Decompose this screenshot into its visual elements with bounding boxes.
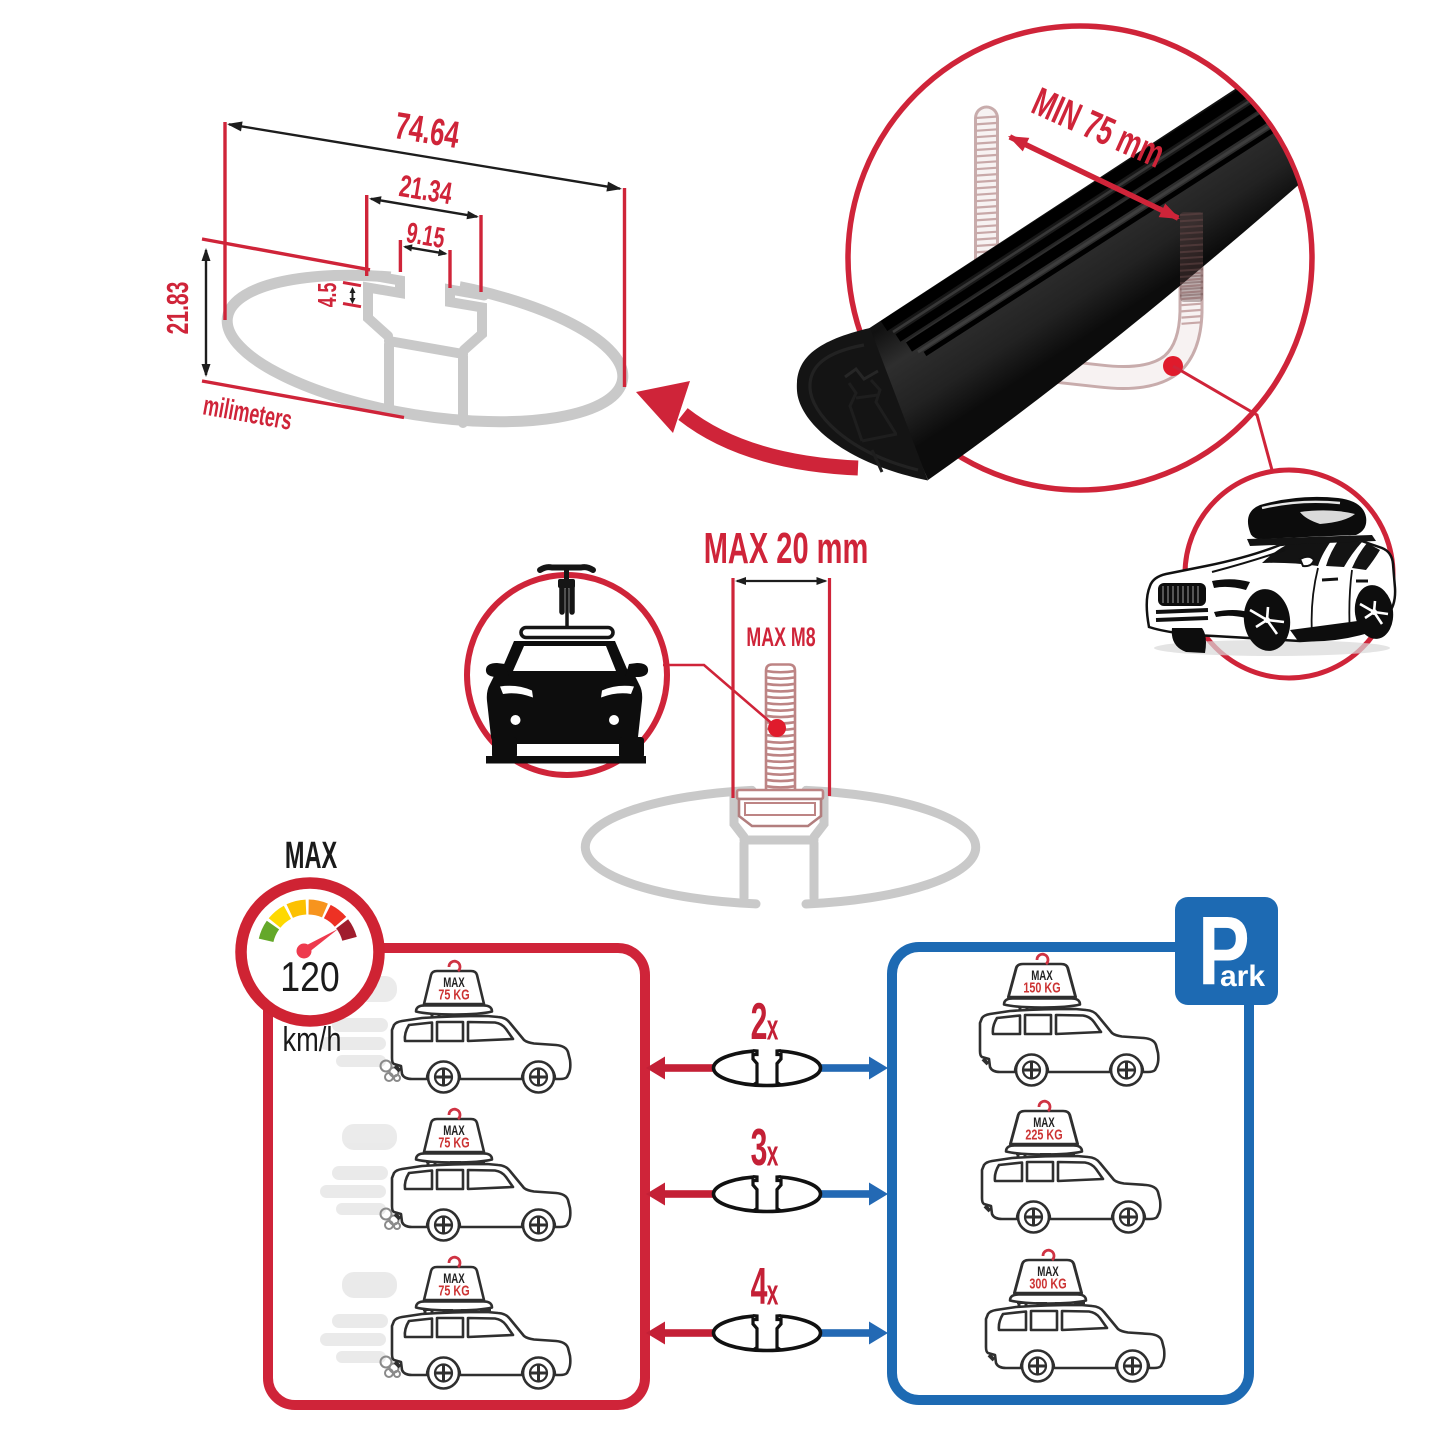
- svg-text:x: x: [767, 1134, 779, 1174]
- svg-text:x: x: [767, 1273, 779, 1313]
- svg-text:75 KG: 75 KG: [438, 986, 469, 1003]
- svg-text:4.5: 4.5: [313, 283, 342, 308]
- svg-text:km/h: km/h: [283, 1020, 342, 1059]
- svg-text:74.64: 74.64: [392, 104, 463, 156]
- svg-text:4: 4: [751, 1259, 768, 1316]
- svg-text:21.83: 21.83: [160, 282, 195, 335]
- svg-text:MAX: MAX: [1037, 1265, 1059, 1280]
- svg-text:MAX M8: MAX M8: [746, 621, 815, 652]
- svg-text:ark: ark: [1220, 960, 1265, 993]
- svg-text:MAX: MAX: [443, 1272, 465, 1287]
- svg-text:9.15: 9.15: [404, 218, 447, 255]
- svg-text:MAX: MAX: [285, 833, 337, 876]
- svg-text:P: P: [1198, 896, 1250, 1005]
- svg-text:75 KG: 75 KG: [438, 1282, 469, 1299]
- svg-text:MAX: MAX: [1033, 1116, 1055, 1131]
- svg-text:21.34: 21.34: [397, 168, 455, 211]
- svg-text:150 KG: 150 KG: [1023, 979, 1060, 996]
- svg-text:MAX: MAX: [443, 976, 465, 991]
- svg-text:MAX 20 mm: MAX 20 mm: [704, 523, 869, 573]
- svg-text:x: x: [767, 1008, 779, 1048]
- svg-text:75 KG: 75 KG: [438, 1134, 469, 1151]
- svg-text:2: 2: [751, 994, 768, 1051]
- svg-text:225 KG: 225 KG: [1025, 1126, 1062, 1143]
- svg-text:300 KG: 300 KG: [1029, 1275, 1066, 1292]
- svg-text:3: 3: [751, 1120, 768, 1177]
- svg-text:MAX: MAX: [443, 1124, 465, 1139]
- svg-text:MAX: MAX: [1031, 969, 1053, 984]
- svg-text:120: 120: [280, 954, 340, 1000]
